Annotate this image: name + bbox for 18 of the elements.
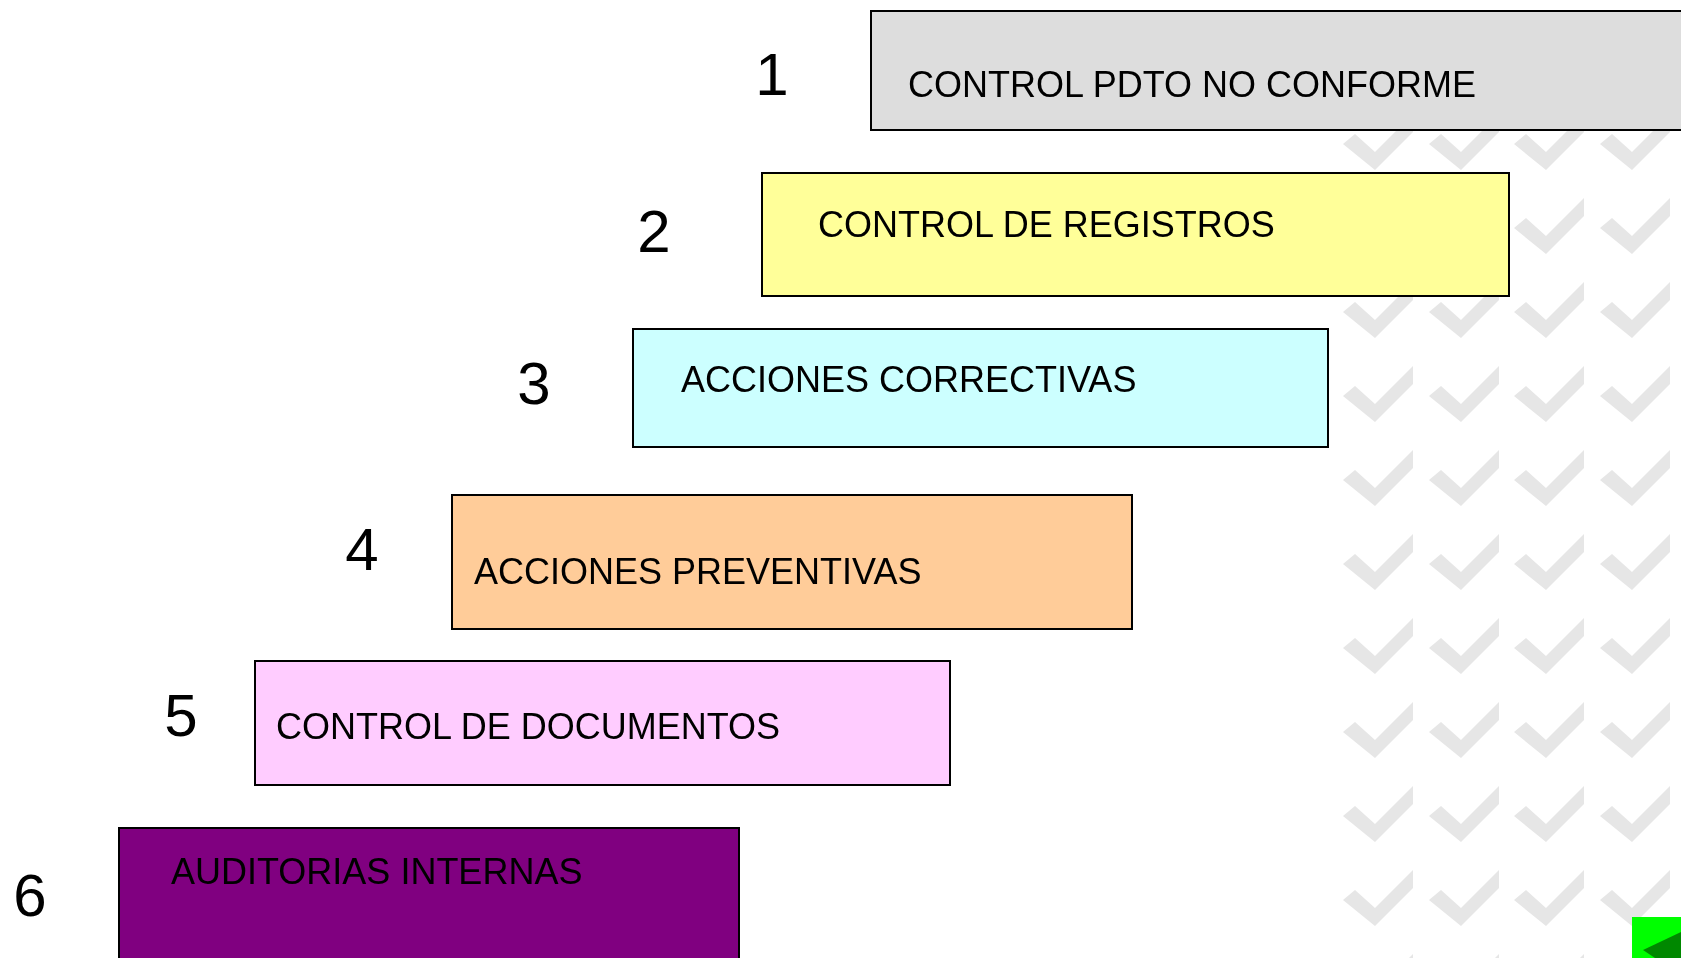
step-number: 5 xyxy=(164,686,198,746)
step-box xyxy=(254,660,951,786)
step-label: CONTROL DE REGISTROS xyxy=(818,203,1275,246)
step-number: 6 xyxy=(13,866,47,926)
step-label: CONTROL PDTO NO CONFORME xyxy=(908,63,1477,106)
step-box xyxy=(451,494,1133,630)
step-number: 4 xyxy=(345,520,379,580)
step-box xyxy=(761,172,1510,297)
step-box xyxy=(632,328,1329,448)
step-number: 3 xyxy=(517,354,551,414)
step-number: 2 xyxy=(637,202,671,262)
step-label: ACCIONES PREVENTIVAS xyxy=(474,551,922,593)
step-number: 1 xyxy=(755,45,789,105)
step-box xyxy=(870,10,1681,131)
step-label: ACCIONES CORRECTIVAS xyxy=(681,359,1137,401)
step-box xyxy=(118,827,740,958)
step-label: AUDITORIAS INTERNAS xyxy=(171,851,583,893)
step-label: CONTROL DE DOCUMENTOS xyxy=(276,706,781,748)
